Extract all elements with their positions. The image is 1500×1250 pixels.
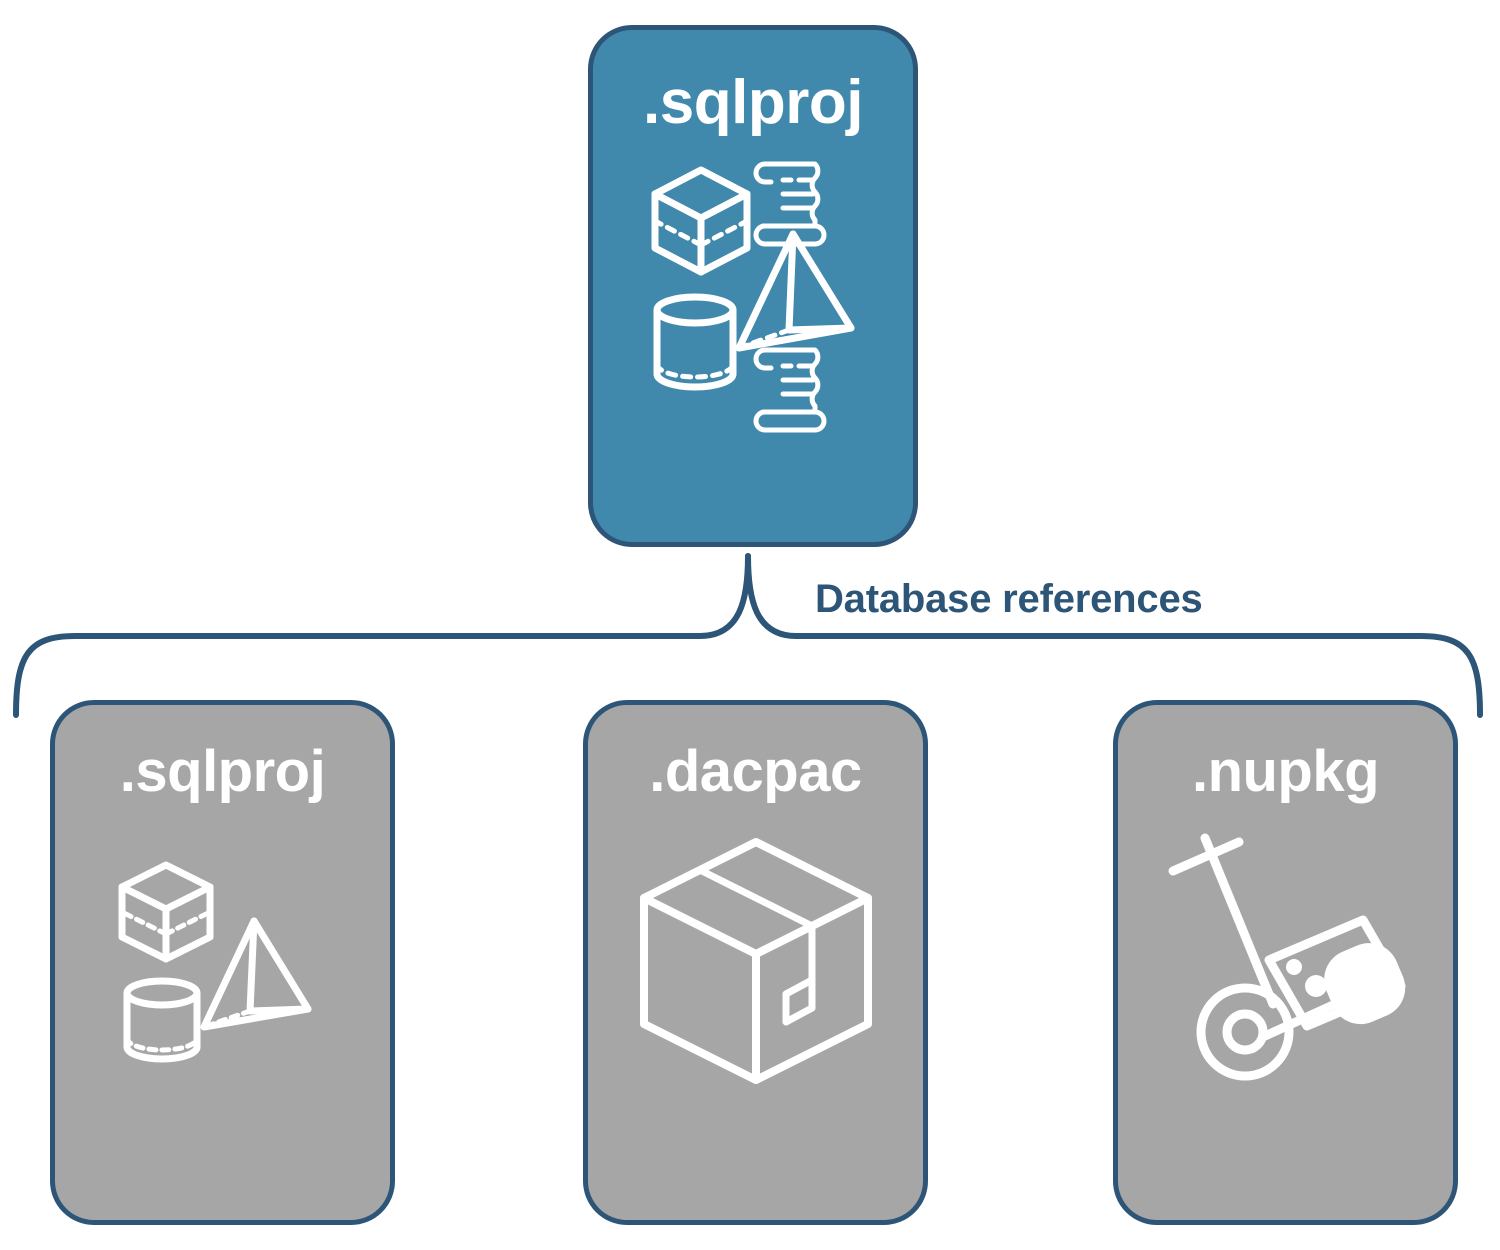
cylinder-icon xyxy=(653,293,737,391)
scroll-icon xyxy=(753,161,827,247)
package-box-icon xyxy=(639,838,872,1084)
cube-icon xyxy=(651,166,751,276)
shapes-and-scripts-icon-group xyxy=(643,152,863,433)
bracket-label: Database references xyxy=(815,577,1203,621)
nuget-package-icon xyxy=(1264,915,1405,1031)
node-dacpac[interactable]: .dacpac xyxy=(583,700,928,1225)
pyramid-icon xyxy=(200,917,311,1031)
node-title: .sqlproj xyxy=(119,739,326,804)
node-sqlproj-source[interactable]: .sqlproj xyxy=(588,25,918,547)
shapes-icon-group xyxy=(83,811,363,1111)
package-box-icon-group xyxy=(616,811,896,1111)
node-nupkg[interactable]: .nupkg xyxy=(1113,700,1458,1225)
node-title: .dacpac xyxy=(649,739,862,804)
node-sqlproj-reference[interactable]: .sqlproj xyxy=(50,700,395,1225)
hand-truck-icon xyxy=(1168,833,1379,1081)
node-title: .nupkg xyxy=(1191,739,1380,804)
scroll-icon xyxy=(753,347,827,433)
pyramid-icon xyxy=(735,230,855,352)
cylinder-icon xyxy=(123,977,200,1063)
cube-icon xyxy=(118,861,213,963)
node-title: .sqlproj xyxy=(643,68,863,137)
hand-truck-icon-group xyxy=(1146,811,1426,1111)
